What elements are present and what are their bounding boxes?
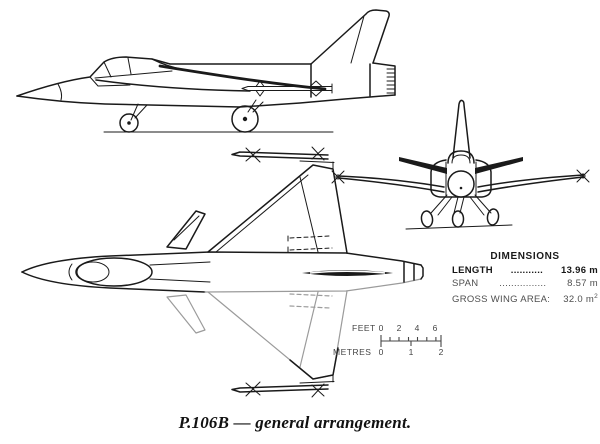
side-windscreen [103, 61, 112, 78]
side-main-gear [231, 99, 264, 133]
plan-fuselage-bottom-edge-faded [204, 278, 422, 293]
feet-tick-2: 2 [396, 323, 402, 333]
plan-nozzle [403, 261, 424, 283]
feet-tick-0: 0 [378, 323, 384, 333]
front-tail-fin [452, 99, 471, 159]
side-nozzle-stripes [386, 68, 396, 94]
scale-ruler [380, 335, 442, 347]
span-leader-dots: ................ [499, 278, 547, 289]
front-wing-port [338, 175, 445, 193]
metres-scale-label: METRES [333, 347, 372, 357]
plan-flap-dashes-starboard [289, 235, 333, 251]
feet-scale-label: FEET [352, 323, 376, 333]
side-rear-fuselage [310, 62, 396, 98]
side-radome-line [57, 83, 63, 101]
front-canopy-inner [451, 154, 471, 164]
side-intake [89, 76, 131, 87]
metres-tick-1: 1 [408, 347, 414, 357]
front-view-drawing [331, 99, 590, 230]
plan-canard-starboard [166, 210, 206, 250]
feet-tick-4: 4 [414, 323, 420, 333]
length-leader-dots: ........... [510, 265, 544, 276]
side-fuselage-lower [16, 94, 396, 108]
plan-missile-starboard [231, 146, 335, 170]
dimension-row-span: SPAN ................ 8.57 m [452, 277, 598, 290]
front-canard-starboard [475, 157, 523, 174]
front-pitot-dot [459, 186, 463, 190]
span-value: 8.57 m [567, 278, 598, 289]
front-intake-lines [445, 161, 477, 197]
front-canard-port [399, 157, 447, 174]
wing-area-superscript: 2 [594, 293, 598, 300]
length-value: 13.96 m [561, 265, 598, 276]
plan-canard-starboard-line [173, 215, 200, 241]
side-missile [241, 80, 333, 97]
side-view-drawing [16, 9, 396, 133]
front-landing-gear [420, 194, 500, 228]
front-wing-starboard [477, 174, 584, 193]
plan-wing-starboard-lines [215, 174, 319, 253]
dimension-row-length: LENGTH ........... 13.96 m [452, 264, 598, 277]
front-tip-missile-port [331, 170, 345, 184]
metres-tick-0: 0 [378, 347, 384, 357]
plan-fuselage-top-edge [21, 251, 422, 273]
side-wing-root-sweep [158, 64, 327, 91]
plan-fin-highlight [309, 270, 386, 274]
dimensions-block: DIMENSIONS LENGTH ........... 13.96 m SP… [452, 250, 598, 306]
feet-tick-6: 6 [432, 323, 438, 333]
front-tip-missile-starboard [576, 169, 590, 183]
side-nose-gear [119, 103, 148, 133]
plan-view-drawing [21, 146, 424, 398]
front-canopy [447, 150, 475, 164]
plan-canopy-outer [75, 257, 153, 287]
side-canopy-sill [94, 70, 173, 79]
metres-tick-2: 2 [438, 347, 444, 357]
plan-wing-starboard [207, 164, 348, 254]
plan-fuselage-bottom-edge [21, 271, 206, 293]
figure-caption: P.106B — general arrangement. [178, 413, 412, 432]
side-lower-sweep [95, 79, 251, 92]
side-canopy-frame [127, 57, 132, 75]
side-tail-fin [310, 9, 390, 65]
plan-windscreen-arc [68, 263, 73, 281]
plan-canopy-inner [76, 261, 110, 283]
plan-canard-port [166, 294, 206, 334]
plan-flap-dashes-port [289, 293, 333, 309]
length-label: LENGTH [452, 265, 493, 276]
span-label: SPAN [452, 278, 479, 289]
plan-wing-port [207, 290, 348, 380]
dimension-row-wing-area: GROSS WING AREA: 32.0 m2 [452, 290, 598, 306]
plan-missile-port [231, 374, 335, 398]
plan-wing-port-line [299, 291, 319, 368]
front-radome [447, 170, 475, 198]
wing-area-value: 32.0 m2 [563, 293, 598, 306]
dimensions-title: DIMENSIONS [490, 251, 560, 262]
side-rudder-line [350, 15, 365, 64]
plan-wing-port-tip [289, 347, 339, 380]
plan-spine-lines [149, 261, 211, 283]
wing-area-label: GROSS WING AREA: [452, 294, 551, 306]
